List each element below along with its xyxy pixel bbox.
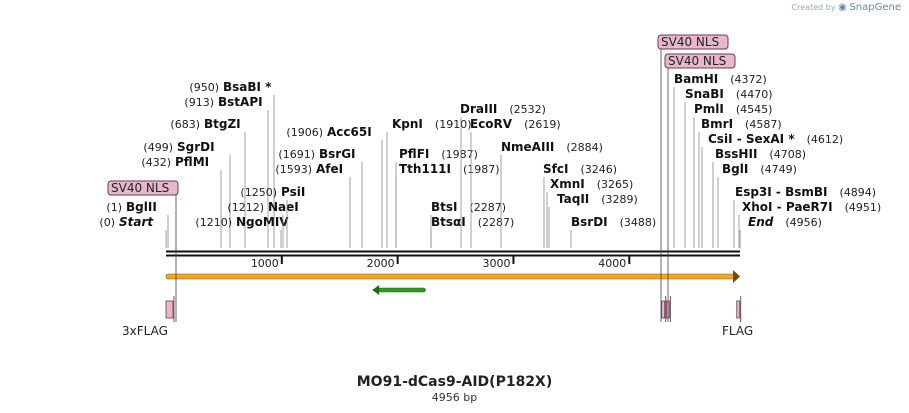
- site-name: BstAPI: [218, 95, 263, 109]
- site-coordinate: (2884): [566, 141, 603, 154]
- site-coordinate: (432): [141, 156, 171, 169]
- site-name: NaeI: [268, 200, 299, 214]
- site-name: NmeAIII: [501, 140, 554, 154]
- site-name: BamHI: [674, 72, 718, 86]
- site-name: KpnI: [392, 117, 423, 131]
- ruler-tick-label: 2000: [367, 257, 395, 270]
- snapgene-logo-icon: ◉: [838, 2, 847, 13]
- feature-name: SV40 NLS: [668, 54, 726, 68]
- site-name: BtsαI: [431, 215, 466, 229]
- feature-box: [165, 300, 174, 319]
- feature-label: FLAG: [722, 324, 753, 338]
- site-name: TaqII: [557, 192, 589, 206]
- watermark-brand: SnapGene: [849, 2, 901, 13]
- site-name: PmlI: [694, 102, 724, 116]
- site-name: BsrDI: [571, 215, 608, 229]
- site-name: Tth111I: [399, 162, 451, 176]
- site-coordinate: (0): [99, 216, 115, 229]
- map-title: MO91-dCas9-AID(P182X): [356, 374, 553, 390]
- feature-box: [736, 300, 741, 319]
- site-coordinate: (950): [189, 81, 219, 94]
- site-name: BsaBI *: [223, 80, 272, 94]
- site-coordinate: (1987): [463, 163, 500, 176]
- orf-forward-arrowhead: [733, 270, 740, 283]
- site-name: Acc65I: [327, 125, 372, 139]
- feature-label-box: [657, 34, 729, 50]
- site-coordinate: (499): [143, 141, 173, 154]
- site-name: BtsI: [431, 200, 458, 214]
- site-name: BtgZI: [204, 117, 241, 131]
- feature-label-box: [664, 53, 736, 69]
- site-coordinate: (4372): [730, 73, 767, 86]
- feature-box: [661, 300, 666, 319]
- site-name: BssHII: [715, 147, 757, 161]
- site-name: NgoMIV: [236, 215, 289, 229]
- ruler-tick-label: 3000: [482, 257, 510, 270]
- site-coordinate: (683): [170, 118, 200, 131]
- site-name: AfeI: [316, 162, 343, 176]
- site-coordinate: (2532): [509, 103, 546, 116]
- site-coordinate: (1910): [435, 118, 472, 131]
- site-name: SnaBI: [685, 87, 724, 101]
- site-coordinate: (1691): [278, 148, 315, 161]
- site-coordinate: (2287): [478, 216, 515, 229]
- orf-reverse: [377, 287, 426, 293]
- site-coordinate: (3246): [580, 163, 617, 176]
- feature-name: SV40 NLS: [111, 181, 169, 195]
- site-name: CsiI - SexAI *: [708, 132, 795, 146]
- site-coordinate: (2619): [524, 118, 561, 131]
- feature-label: 3xFLAG: [122, 324, 168, 338]
- site-coordinate: (4587): [745, 118, 782, 131]
- site-name: XmnI: [550, 177, 585, 191]
- site-coordinate: (4612): [807, 133, 844, 146]
- orf-forward: [165, 273, 735, 280]
- site-name: End: [748, 215, 774, 229]
- site-coordinate: (1987): [441, 148, 478, 161]
- orf-reverse-arrowhead: [372, 285, 380, 295]
- site-name: BsrGI: [319, 147, 356, 161]
- site-coordinate: (1212): [227, 201, 264, 214]
- site-coordinate: (2287): [470, 201, 507, 214]
- watermark-text: Created by: [791, 3, 836, 12]
- feature-label-box: [107, 180, 179, 196]
- site-name: BglII: [126, 200, 157, 214]
- site-coordinate: (1): [106, 201, 122, 214]
- ruler-tick-label: 4000: [598, 257, 626, 270]
- site-coordinate: (4470): [736, 88, 773, 101]
- site-name: XhoI - PaeR7I: [742, 200, 833, 214]
- site-coordinate: (4545): [736, 103, 773, 116]
- site-coordinate: (1210): [195, 216, 232, 229]
- site-name: Esp3I - BsmBI: [735, 185, 827, 199]
- site-coordinate: (913): [184, 96, 214, 109]
- site-name: BglI: [722, 162, 748, 176]
- site-coordinate: (4708): [769, 148, 806, 161]
- site-coordinate: (1593): [275, 163, 312, 176]
- snapgene-watermark: Created by ◉ SnapGene: [792, 2, 901, 13]
- site-name: BmrI: [701, 117, 733, 131]
- site-name: PflFI: [399, 147, 429, 161]
- site-name: PsiI: [281, 185, 305, 199]
- site-coordinate: (4749): [760, 163, 797, 176]
- site-coordinate: (3265): [597, 178, 634, 191]
- ruler-tick-label: 1000: [251, 257, 279, 270]
- site-coordinate: (3289): [601, 193, 638, 206]
- site-coordinate: (3488): [620, 216, 657, 229]
- site-coordinate: (1906): [286, 126, 323, 139]
- site-coordinate: (1250): [240, 186, 277, 199]
- site-name: Start: [119, 215, 154, 229]
- site-name: SgrDI: [177, 140, 215, 154]
- site-name: PflMI: [175, 155, 209, 169]
- feature-name: SV40 NLS: [661, 35, 719, 49]
- site-name: EcoRV: [470, 117, 513, 131]
- site-coordinate: (4956): [785, 216, 822, 229]
- site-coordinate: (4894): [839, 186, 876, 199]
- site-coordinate: (4951): [845, 201, 882, 214]
- site-name: SfcI: [543, 162, 568, 176]
- site-name: DraIII: [460, 102, 497, 116]
- map-length: 4956 bp: [431, 391, 478, 404]
